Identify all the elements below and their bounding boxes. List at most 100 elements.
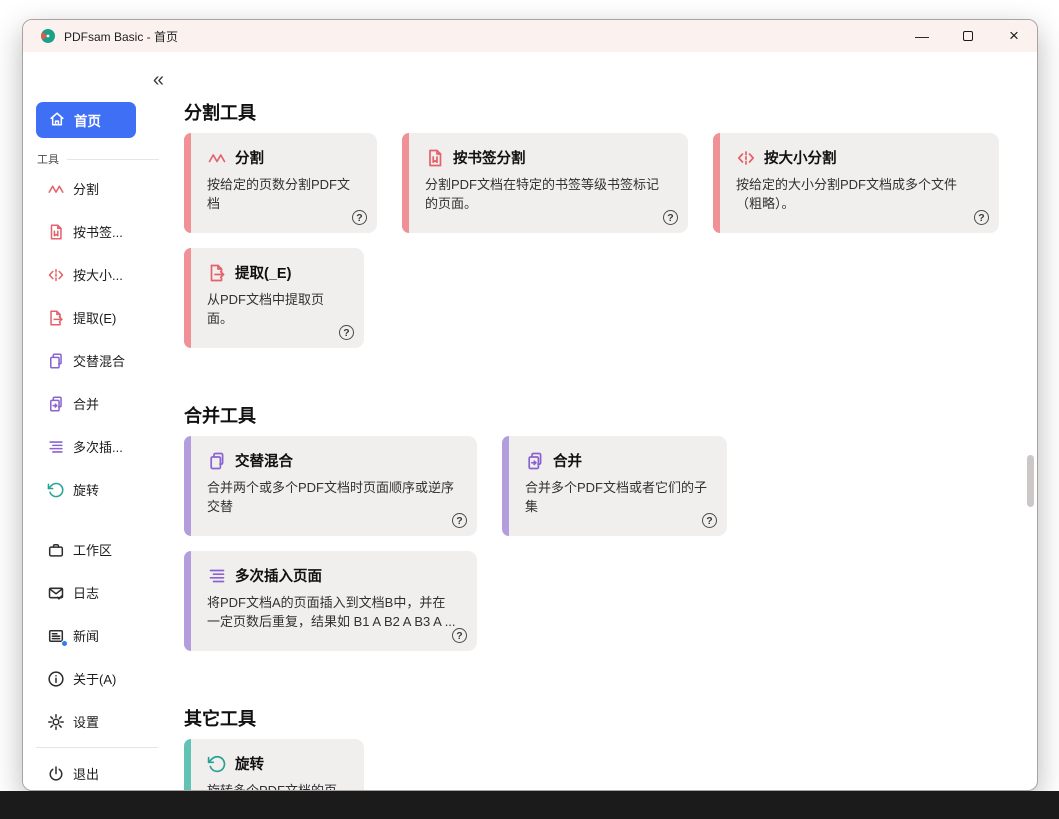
minimize-button[interactable]: — bbox=[915, 28, 929, 44]
sidebar-item-label: 合并 bbox=[73, 397, 100, 412]
tool-card-merge[interactable]: 合并 合并多个PDF文档或者它们的子集 ? bbox=[502, 436, 727, 536]
card-description: 合并多个PDF文档或者它们的子集 bbox=[525, 480, 708, 514]
news-icon bbox=[47, 627, 68, 647]
sidebar-item-label: 新闻 bbox=[73, 629, 100, 644]
sidebar-item-label: 日志 bbox=[73, 586, 100, 601]
section-title: 分割工具 bbox=[184, 103, 256, 123]
help-icon[interactable]: ? bbox=[352, 210, 367, 225]
sidebar-item-news[interactable]: 新闻 bbox=[23, 614, 171, 657]
help-icon[interactable]: ? bbox=[452, 513, 467, 528]
card-description: 合并两个或多个PDF文档时页面顺序或逆序交替 bbox=[207, 480, 455, 514]
sidebar-item-split-by-bookmarks[interactable]: 按书签... bbox=[23, 210, 171, 253]
card-accent bbox=[184, 436, 191, 536]
card-title: 多次插入页面 bbox=[235, 569, 322, 585]
insert-multiple-icon bbox=[207, 566, 227, 586]
card-accent bbox=[184, 133, 191, 233]
workspace-icon bbox=[47, 541, 65, 559]
sidebar-item-label: 按书签... bbox=[73, 225, 123, 240]
rotate-icon bbox=[207, 754, 227, 774]
sidebar-item-split-by-size[interactable]: 按大小... bbox=[23, 253, 171, 296]
card-description: 将PDF文档A的页面插入到文档B中，并在一定页数后重复，结果如 B1 A B2 … bbox=[207, 595, 456, 629]
card-accent bbox=[402, 133, 409, 233]
card-description: 按给定的大小分割PDF文档成多个文件（粗略）。 bbox=[736, 177, 958, 211]
card-accent bbox=[184, 551, 191, 651]
sidebar-item-home[interactable]: 首页 bbox=[36, 102, 136, 138]
section-title: 其它工具 bbox=[184, 709, 256, 729]
logs-icon bbox=[47, 584, 65, 602]
section-title: 合并工具 bbox=[184, 406, 256, 426]
maximize-icon bbox=[963, 31, 973, 41]
sidebar-item-label: 退出 bbox=[73, 767, 100, 782]
sidebar-item-about[interactable]: 关于(A) bbox=[23, 657, 171, 700]
sidebar-item-workspace[interactable]: 工作区 bbox=[23, 528, 171, 571]
tools-section-label: 工具 bbox=[23, 151, 171, 167]
help-icon[interactable]: ? bbox=[663, 210, 678, 225]
tool-card-extract[interactable]: 提取(_E) 从PDF文档中提取页面。 ? bbox=[184, 248, 364, 348]
close-button[interactable]: × bbox=[1009, 26, 1019, 45]
extract-icon bbox=[47, 309, 65, 327]
sidebar-item-label: 提取(E) bbox=[73, 311, 117, 326]
titlebar: PDFsam Basic - 首页 — × bbox=[23, 20, 1037, 52]
tool-card-alternate-mix[interactable]: 交替混合 合并两个或多个PDF文档时页面顺序或逆序交替 ? bbox=[184, 436, 477, 536]
split-icon bbox=[47, 180, 65, 198]
card-title: 按大小分割 bbox=[764, 151, 837, 167]
card-title: 交替混合 bbox=[235, 454, 293, 470]
split-by-bookmarks-icon bbox=[47, 223, 65, 241]
extract-icon bbox=[207, 263, 227, 283]
section-split-tools: 分割工具 分割 按给定的页数分割PDF文档 ? bbox=[184, 101, 1037, 348]
merge-icon bbox=[525, 451, 545, 471]
sidebar-item-rotate[interactable]: 旋转 bbox=[23, 468, 171, 511]
tool-card-split[interactable]: 分割 按给定的页数分割PDF文档 ? bbox=[184, 133, 377, 233]
main-content: 分割工具 分割 按给定的页数分割PDF文档 ? bbox=[171, 52, 1037, 790]
sidebar-item-merge[interactable]: 合并 bbox=[23, 382, 171, 425]
alternate-mix-icon bbox=[207, 451, 227, 471]
power-icon bbox=[47, 765, 65, 783]
alternate-mix-icon bbox=[47, 352, 65, 370]
sidebar-item-exit[interactable]: 退出 bbox=[23, 752, 171, 790]
sidebar-item-label: 设置 bbox=[73, 715, 100, 730]
card-accent bbox=[184, 739, 191, 790]
card-description: 分割PDF文档在特定的书签等级书签标记的页面。 bbox=[425, 177, 660, 211]
sidebar-item-split[interactable]: 分割 bbox=[23, 167, 171, 210]
card-title: 按书签分割 bbox=[453, 151, 526, 167]
sidebar-item-extract[interactable]: 提取(E) bbox=[23, 296, 171, 339]
tool-card-split-by-size[interactable]: 按大小分割 按给定的大小分割PDF文档成多个文件（粗略）。 ? bbox=[713, 133, 999, 233]
maximize-button[interactable] bbox=[945, 20, 991, 52]
help-icon[interactable]: ? bbox=[339, 325, 354, 340]
sidebar-collapse-button[interactable]: « bbox=[152, 69, 164, 91]
sidebar-item-settings[interactable]: 设置 bbox=[23, 700, 171, 743]
card-title: 分割 bbox=[235, 151, 264, 167]
section-merge-tools: 合并工具 交替混合 合并两个或多个PDF文档时页面顺序或逆序交替 ? bbox=[184, 404, 1037, 651]
home-icon bbox=[48, 110, 66, 131]
card-description: 从PDF文档中提取页面。 bbox=[207, 292, 325, 326]
app-window: PDFsam Basic - 首页 — × « 首页 工具 分割 bbox=[22, 19, 1038, 791]
about-icon bbox=[47, 670, 65, 688]
card-accent bbox=[713, 133, 720, 233]
sidebar-item-label: 旋转 bbox=[73, 483, 100, 498]
rotate-icon bbox=[47, 481, 65, 499]
help-icon[interactable]: ? bbox=[452, 628, 467, 643]
tool-card-split-by-bookmarks[interactable]: 按书签分割 分割PDF文档在特定的书签等级书签标记的页面。 ? bbox=[402, 133, 688, 233]
tool-card-rotate[interactable]: 旋转 旋转多个PDF文档的页面 bbox=[184, 739, 364, 790]
tool-card-insert-multiple[interactable]: 多次插入页面 将PDF文档A的页面插入到文档B中，并在一定页数后重复，结果如 B… bbox=[184, 551, 477, 651]
sidebar-item-label: 工作区 bbox=[73, 543, 113, 558]
section-other-tools: 其它工具 旋转 旋转多个PDF文档的页面 bbox=[184, 707, 1037, 790]
window-body: « 首页 工具 分割 按书签... bbox=[23, 52, 1037, 790]
settings-icon bbox=[47, 713, 65, 731]
card-accent bbox=[184, 248, 191, 348]
sidebar: « 首页 工具 分割 按书签... bbox=[23, 52, 171, 790]
card-title: 旋转 bbox=[235, 757, 264, 773]
vertical-scrollbar-thumb[interactable] bbox=[1027, 455, 1034, 507]
window-controls: — × bbox=[899, 20, 1037, 52]
card-accent bbox=[502, 436, 509, 536]
sidebar-item-insert-multiple[interactable]: 多次插... bbox=[23, 425, 171, 468]
sidebar-item-logs[interactable]: 日志 bbox=[23, 571, 171, 614]
sidebar-item-alternate-mix[interactable]: 交替混合 bbox=[23, 339, 171, 382]
desktop-background bbox=[0, 791, 1059, 819]
help-icon[interactable]: ? bbox=[974, 210, 989, 225]
split-by-size-icon bbox=[736, 148, 756, 168]
help-icon[interactable]: ? bbox=[702, 513, 717, 528]
pdfsam-logo-icon bbox=[40, 28, 56, 44]
card-title: 合并 bbox=[553, 454, 582, 470]
sidebar-item-label: 按大小... bbox=[73, 268, 123, 283]
